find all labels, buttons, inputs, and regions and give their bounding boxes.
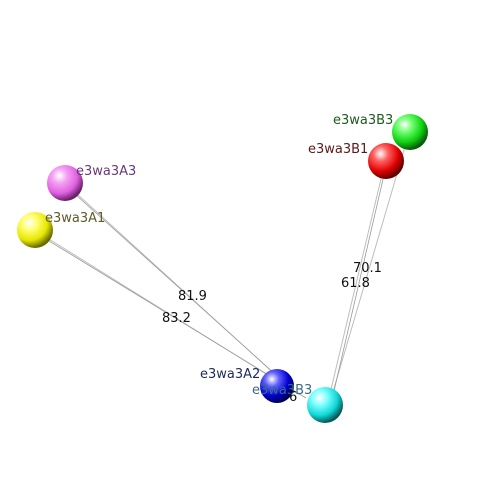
atom-sphere[interactable] <box>307 387 343 423</box>
atom-b1[interactable]: e3wa3B1 <box>308 142 404 179</box>
atom-label: e3wa3A2 <box>200 367 260 382</box>
distance-label: 6 <box>289 390 297 405</box>
atom-b2[interactable]: e3wa3B3 6 <box>252 383 343 423</box>
distance-bonds <box>35 132 410 405</box>
distance-label: 70.1 <box>353 261 382 276</box>
atom-label: e3wa3A3 <box>76 164 136 179</box>
distance-labels: 81.9 83.2 70.1 61.8 <box>162 261 382 326</box>
atom-label: e3wa3A1 <box>45 211 105 226</box>
distance-label: 61.8 <box>341 276 370 291</box>
atom-b3[interactable]: e3wa3B3 <box>333 113 428 150</box>
atom-a3[interactable]: e3wa3A3 <box>47 164 136 201</box>
atom-label: e3wa3B1 <box>308 142 368 157</box>
atom-sphere[interactable] <box>260 369 294 403</box>
atom-sphere[interactable] <box>47 165 83 201</box>
bond-a3-b2-shadow <box>65 185 296 393</box>
distance-label: 83.2 <box>162 311 191 326</box>
distance-label: 81.9 <box>178 289 207 304</box>
atom-a2[interactable]: e3wa3A2 <box>200 367 294 403</box>
atom-label: e3wa3B3 <box>252 383 312 398</box>
bond-a1-b2-shadow <box>35 232 307 399</box>
atom-a1[interactable]: e3wa3A1 <box>17 211 105 248</box>
atom-sphere[interactable] <box>17 212 53 248</box>
atom-sphere[interactable] <box>392 114 428 150</box>
atom-label: e3wa3B3 <box>333 113 393 128</box>
atom-sphere[interactable] <box>368 143 404 179</box>
bond-b1-b2-shadow <box>330 161 388 405</box>
bond-b1-b2 <box>327 161 386 403</box>
bond-b3-b2 <box>329 132 410 403</box>
